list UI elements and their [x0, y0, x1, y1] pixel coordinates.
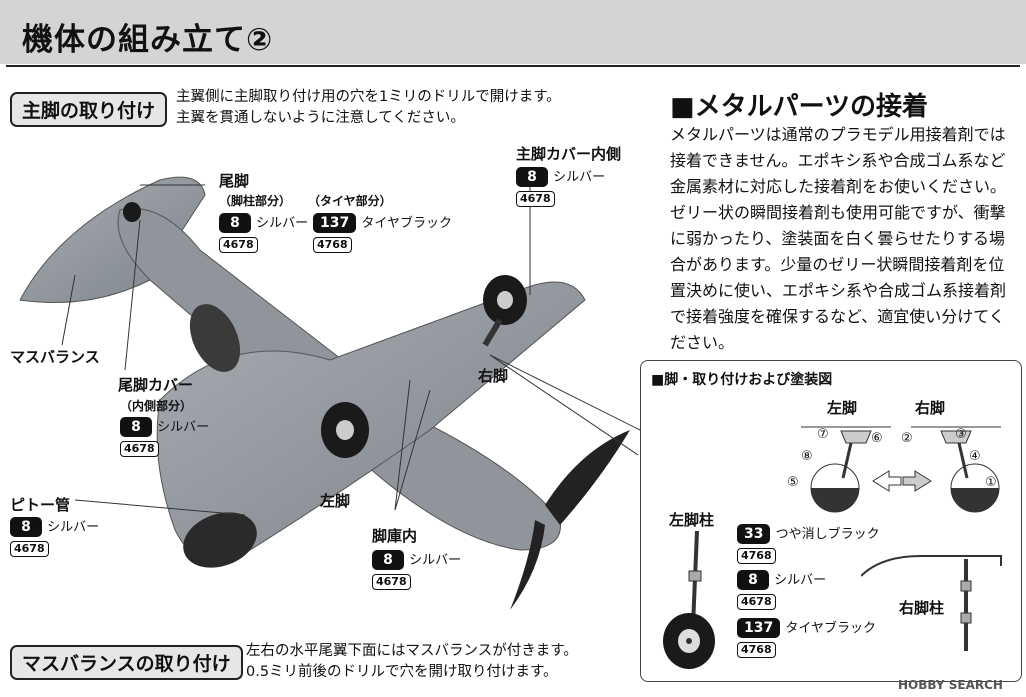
- main-gear-pill: 主脚の取り付け: [10, 92, 168, 127]
- paint-name: タイヤブラック: [361, 216, 452, 231]
- strut-part-label: （脚柱部分）: [219, 194, 292, 208]
- paint-code: 8: [10, 517, 42, 537]
- leg-diagram-box: ■脚・取り付けおよび塗装図 左脚 右脚 ⑦ ⑥ ⑧ ⑤ ② ③ ④ ① 左脚柱 …: [640, 360, 1022, 682]
- watermark: HOBBY SEARCH: [898, 678, 1003, 692]
- mass-balance-label: マスバランス: [10, 348, 100, 366]
- tail-cover-paint: 8 シルバー 4678: [120, 416, 209, 457]
- paint-sub-code: 4678: [516, 191, 555, 207]
- header-rule: [6, 65, 1020, 67]
- inner-part-label: （内側部分）: [120, 399, 193, 413]
- left-strut-drawing: [663, 531, 715, 669]
- paint-code: 8: [120, 417, 152, 437]
- mass-balance-pill: マスバランスの取り付け: [10, 645, 243, 680]
- paint-code: 8: [219, 213, 251, 233]
- right-leg-label: 右脚: [478, 367, 509, 385]
- paint-sub-code: 4768: [313, 237, 352, 253]
- mass-balance-note: 左右の水平尾翼下面にはマスバランスが付きます。 0.5ミリ前後のドリルで穴を開け…: [246, 641, 578, 683]
- tail-strut-paint: 8 シルバー 4678: [219, 212, 308, 253]
- leg-diagram-title: ■脚・取り付けおよび塗装図: [651, 372, 833, 388]
- paint-sub-code: 4678: [10, 541, 49, 557]
- paint-code: 8: [737, 570, 769, 590]
- num-left-4: ⑤: [787, 475, 799, 490]
- right-strut-label: 右脚柱: [899, 599, 945, 617]
- paint-name: シルバー: [256, 216, 309, 231]
- mass-balance-note-line-2: 0.5ミリ前後のドリルで穴を開け取り付けます。: [246, 664, 558, 680]
- paint-name: シルバー: [774, 573, 827, 588]
- diagram-right-leg-label: 右脚: [915, 399, 946, 417]
- paint-name: シルバー: [47, 520, 100, 535]
- strut-paint-tire-black: 137 タイヤブラック 4768: [737, 617, 876, 658]
- left-strut-label: 左脚柱: [669, 511, 715, 529]
- airplane-illustration: [19, 175, 641, 610]
- mass-balance-note-line-1: 左右の水平尾翼下面にはマスバランスが付きます。: [246, 643, 578, 659]
- paint-code: 33: [737, 524, 771, 544]
- strut-paint-silver: 8 シルバー 4678: [737, 569, 826, 610]
- num-left-3: ⑧: [801, 449, 813, 464]
- pitot-label: ピトー管: [10, 496, 71, 514]
- paint-name: シルバー: [157, 420, 210, 435]
- paint-name: シルバー: [409, 553, 462, 568]
- main-cover-inner-label: 主脚カバー内側: [516, 145, 622, 163]
- num-right-2: ③: [955, 427, 967, 442]
- num-right-4: ①: [985, 475, 997, 490]
- metal-parts-text: メタルパーツは通常のプラモデル用接着剤では接着できません。エポキシ系や合成ゴム系…: [670, 125, 1007, 352]
- paint-sub-code: 4678: [120, 441, 159, 457]
- paint-name: シルバー: [553, 170, 606, 185]
- main-gear-note-line-1: 主翼側に主脚取り付け用の穴を1ミリのドリルで開けます。: [176, 89, 561, 105]
- header-bar: 機体の組み立て②: [0, 0, 1026, 64]
- paint-code: 137: [313, 213, 357, 233]
- pitot-paint: 8 シルバー 4678: [10, 516, 99, 557]
- paint-name: タイヤブラック: [785, 621, 876, 636]
- leg-attach-diagram: [801, 426, 1001, 513]
- paint-sub-code: 4678: [372, 574, 411, 590]
- paint-code: 137: [737, 618, 781, 638]
- main-cover-paint: 8 シルバー 4678: [516, 166, 605, 207]
- main-gear-note: 主翼側に主脚取り付け用の穴を1ミリのドリルで開けます。 主翼を貫通しないように注…: [176, 87, 561, 129]
- main-gear-note-line-2: 主翼を貫通しないように注意してください。: [176, 110, 465, 126]
- paint-name: つや消しブラック: [775, 527, 880, 542]
- tail-wheel-label: 尾脚: [219, 172, 250, 190]
- num-right-3: ④: [969, 449, 981, 464]
- num-right-1: ②: [901, 431, 913, 446]
- wheel-well-label: 脚庫内: [372, 527, 418, 545]
- right-strut-drawing: [861, 555, 1002, 651]
- diagram-left-leg-label: 左脚: [827, 399, 858, 417]
- paint-code: 8: [516, 167, 548, 187]
- paint-sub-code: 4678: [737, 594, 776, 610]
- metal-parts-title: ■メタルパーツの接着: [670, 92, 929, 122]
- tail-cover-label: 尾脚カバー: [118, 376, 194, 394]
- page-title: 機体の組み立て②: [22, 22, 274, 58]
- tail-tire-paint: 137 タイヤブラック 4768: [313, 212, 452, 253]
- paint-sub-code: 4678: [219, 237, 258, 253]
- num-left-1: ⑦: [817, 427, 829, 442]
- left-leg-label: 左脚: [320, 492, 351, 510]
- wheel-well-paint: 8 シルバー 4678: [372, 549, 461, 590]
- paint-code: 8: [372, 550, 404, 570]
- strut-paint-flat-black: 33 つや消しブラック 4768: [737, 523, 880, 564]
- paint-sub-code: 4768: [737, 642, 776, 658]
- paint-sub-code: 4768: [737, 548, 776, 564]
- tire-part-label: （タイヤ部分）: [308, 194, 392, 208]
- num-left-2: ⑥: [871, 431, 883, 446]
